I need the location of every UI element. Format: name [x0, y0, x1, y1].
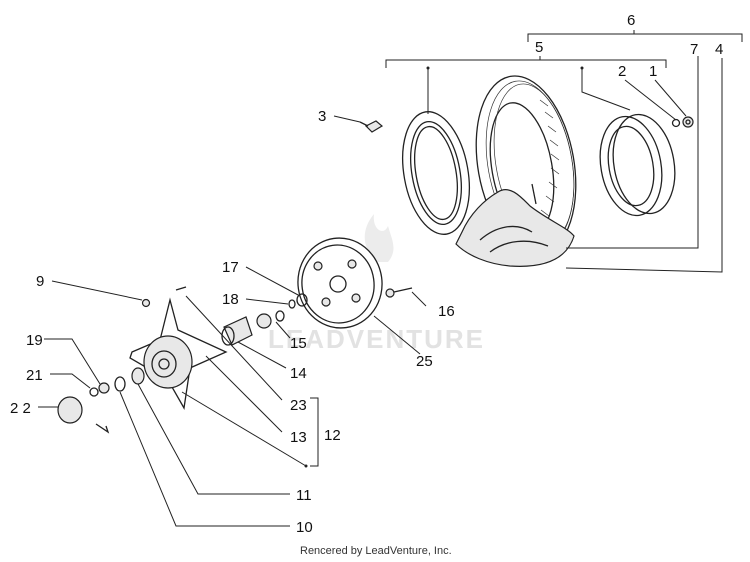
- callout-5: 5: [535, 39, 543, 56]
- callout-9: 9: [36, 273, 44, 290]
- drum-washer: [288, 299, 296, 309]
- rim-half-right: [599, 113, 676, 217]
- watermark-text: LEADVENTURE: [268, 324, 485, 354]
- callout-18: 18: [222, 291, 239, 308]
- rim-bolt: [359, 120, 384, 133]
- callout-21: 21: [26, 367, 43, 384]
- drum-spacer: [296, 293, 308, 307]
- hub-cap: [57, 396, 83, 424]
- callout-4: 4: [715, 41, 723, 58]
- callout-19: 19: [26, 332, 43, 349]
- split-pin: [95, 423, 110, 434]
- callout-17: 17: [222, 259, 239, 276]
- flame-logo: [364, 214, 394, 262]
- hub-circlip: [131, 367, 145, 385]
- callout-22: 2 2: [10, 400, 31, 417]
- callout-11: 11: [296, 487, 312, 504]
- callout-12: 12: [324, 427, 341, 444]
- credit-text: Rencered by LeadVenture, Inc.: [300, 545, 452, 557]
- drum-bolt: [385, 287, 413, 298]
- callout-2: 2: [618, 63, 626, 80]
- callout-1: 1: [649, 63, 657, 80]
- rim-washer: [671, 118, 681, 128]
- callout-10: 10: [296, 519, 313, 536]
- hub: [129, 297, 228, 410]
- axle-nut: [98, 382, 110, 394]
- brake-drum: [297, 237, 383, 329]
- rim-nut: [682, 116, 694, 128]
- leader-lines: [38, 30, 743, 527]
- bearing: [256, 310, 285, 329]
- axle-washer: [89, 387, 99, 397]
- callout-3: 3: [318, 108, 326, 125]
- callout-13: 13: [290, 429, 307, 446]
- callout-25: 25: [416, 353, 433, 370]
- callout-6: 6: [627, 12, 635, 29]
- hub-seal: [114, 376, 126, 392]
- callout-15: 15: [290, 335, 307, 352]
- spacer-tube: [221, 316, 253, 346]
- inner-tube: [455, 183, 575, 267]
- callout-7: 7: [690, 41, 698, 58]
- callout-16: 16: [438, 303, 455, 320]
- callout-14: 14: [290, 365, 307, 382]
- watermark: LEADVENTURE: [268, 214, 485, 354]
- rim-half-left: [402, 111, 470, 235]
- hub-stud: [141, 286, 187, 308]
- callout-labels: 6 5 7 4 2 1 3 9 17 18 16 15 25 14 19 21 …: [10, 12, 723, 536]
- callout-23: 23: [290, 397, 307, 414]
